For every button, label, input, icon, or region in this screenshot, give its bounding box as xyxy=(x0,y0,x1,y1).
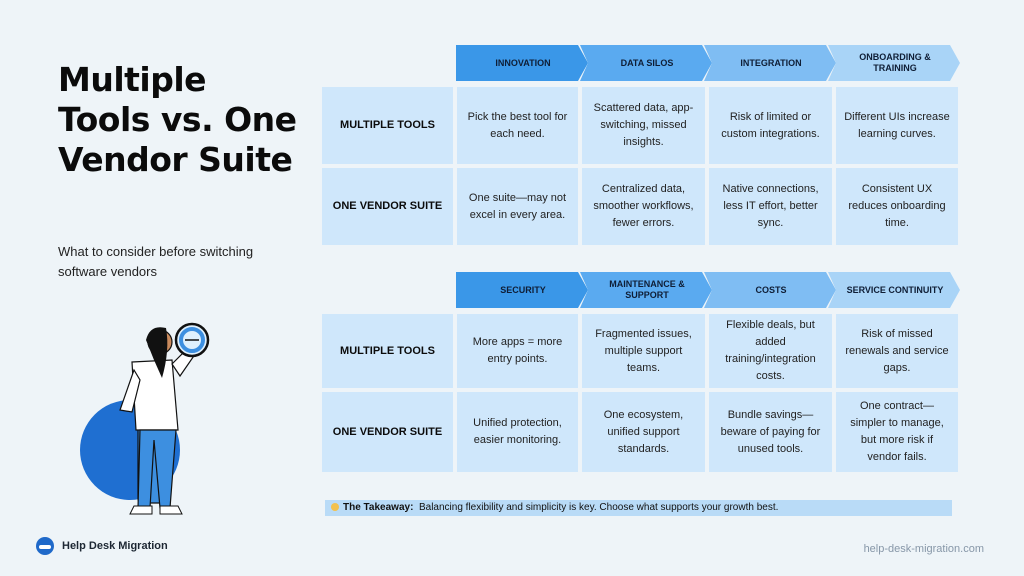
header-integration: INTEGRATION xyxy=(704,45,836,81)
page-subtitle: What to consider before switching softwa… xyxy=(58,244,254,279)
browser-window-icon xyxy=(706,15,732,41)
header-data-silos: DATA SILOS xyxy=(580,45,712,81)
person-with-magnifier-illustration xyxy=(80,322,210,515)
presentation-board-icon xyxy=(830,15,856,41)
table-cell: One contract—simpler to manage, but more… xyxy=(836,392,958,472)
table-cell: Fragmented issues, multiple support team… xyxy=(582,314,705,388)
table-cell: More apps = more entry points. xyxy=(457,314,578,388)
table-cell: Flexible deals, but added training/integ… xyxy=(709,314,832,388)
header-label: SERVICE CONTINUITY xyxy=(846,284,944,295)
row-label-one-vendor-suite: ONE VENDOR SUITE xyxy=(322,168,453,245)
table-cell: Native connections, less IT effort, bett… xyxy=(709,168,832,245)
laptop-icon xyxy=(458,242,484,268)
brand-logo-icon xyxy=(36,537,54,555)
table-cell: Risk of missed renewals and service gaps… xyxy=(836,314,958,388)
money-bag-icon: $ xyxy=(706,242,732,268)
header-maintenance: MAINTENANCE & SUPPORT xyxy=(580,272,712,308)
table-cell: Different UIs increase learning curves. xyxy=(836,87,958,164)
lightbulb-icon xyxy=(331,503,339,511)
header-service-continuity: SERVICE CONTINUITY xyxy=(828,272,960,308)
trend-up-icon xyxy=(830,242,856,268)
section1-header-row: INNOVATION DATA SILOS INTEGRATION ONBOAR… xyxy=(456,45,952,81)
header-label: DATA SILOS xyxy=(620,57,674,68)
takeaway-label: The Takeaway: xyxy=(343,502,414,513)
handshake-icon xyxy=(582,242,608,268)
site-url[interactable]: help-desk-migration.com xyxy=(863,543,984,555)
table-cell: One suite—may not excel in every area. xyxy=(457,168,578,245)
header-label: INTEGRATION xyxy=(740,57,802,68)
header-security: SECURITY xyxy=(456,272,588,308)
brand-logo[interactable]: Help Desk Migration xyxy=(36,537,168,555)
table-cell: Unified protection, easier monitoring. xyxy=(457,392,578,472)
table-cell: Risk of limited or custom integrations. xyxy=(709,87,832,164)
svg-text:$: $ xyxy=(716,255,722,265)
brand-name: Help Desk Migration xyxy=(62,540,168,552)
header-label: MAINTENANCE & SUPPORT xyxy=(609,279,685,300)
header-label: ONBOARDING & TRAINING xyxy=(859,52,931,73)
table-cell: Bundle savings—beware of paying for unus… xyxy=(709,392,832,472)
row-label-one-vendor-suite: ONE VENDOR SUITE xyxy=(322,392,453,472)
section1-table: MULTIPLE TOOLS Pick the best tool for ea… xyxy=(322,87,958,245)
page-title: Multiple Tools vs. One Vendor Suite xyxy=(58,60,297,179)
section2-table: MULTIPLE TOOLS More apps = more entry po… xyxy=(322,314,958,472)
header-label: INNOVATION xyxy=(495,57,551,68)
header-onboarding: ONBOARDING & TRAINING xyxy=(828,45,960,81)
header-label: COSTS xyxy=(755,284,787,295)
takeaway-text: Balancing flexibility and simplicity is … xyxy=(418,502,779,513)
section2-header-row: SECURITY MAINTENANCE & SUPPORT $ COSTS S… xyxy=(456,272,952,308)
row-label-multiple-tools: MULTIPLE TOOLS xyxy=(322,314,453,388)
robot-icon xyxy=(458,15,484,41)
header-innovation: INNOVATION xyxy=(456,45,588,81)
table-cell: Pick the best tool for each need. xyxy=(457,87,578,164)
table-cell: One ecosystem, unified support standards… xyxy=(582,392,705,472)
header-label: SECURITY xyxy=(500,284,546,295)
checklist-icon xyxy=(582,15,608,41)
takeaway-banner: The Takeaway: Balancing flexibility and … xyxy=(325,500,952,516)
row-label-multiple-tools: MULTIPLE TOOLS xyxy=(322,87,453,164)
table-cell: Scattered data, app-switching, missed in… xyxy=(582,87,705,164)
table-cell: Centralized data, smoother workflows, fe… xyxy=(582,168,705,245)
table-cell: Consistent UX reduces onboarding time. xyxy=(836,168,958,245)
header-costs: $ COSTS xyxy=(704,272,836,308)
